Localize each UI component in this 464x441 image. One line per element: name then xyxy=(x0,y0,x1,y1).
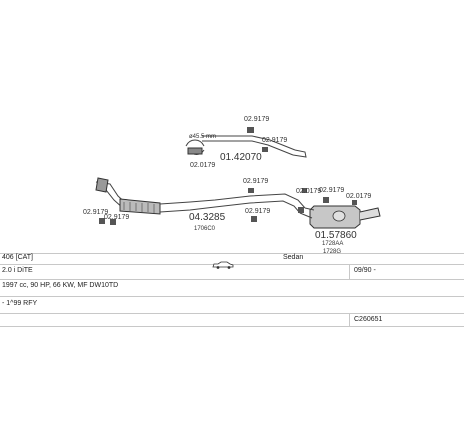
table-line-1 xyxy=(0,253,464,254)
middle-hanger-2 xyxy=(251,216,257,222)
upper-hanger-2 xyxy=(262,147,268,152)
upper-dim-label: ø45.5 mm xyxy=(189,134,216,140)
rear-ref-1-label: 02.0179 xyxy=(296,188,321,195)
ref-code-text: C260651 xyxy=(354,316,383,323)
table-divider-1 xyxy=(349,264,350,279)
rear-hangers xyxy=(298,188,357,213)
spec-text: 1997 cc, 90 HP, 66 KW, MF DW10TD xyxy=(2,282,119,289)
middle-ref-2-label: 02.9179 xyxy=(245,208,270,215)
model-text: 406 [CAT] xyxy=(2,254,33,261)
table-line-6 xyxy=(0,326,464,327)
rear-sub-1-label: 1728AA xyxy=(322,241,343,247)
sedan-car-icon xyxy=(212,256,234,269)
rear-muffler xyxy=(299,205,381,229)
middle-pipe-number: 04.3285 xyxy=(189,212,226,223)
middle-ref-1-label: 02.9179 xyxy=(243,178,268,185)
front-ref-1-label: 02.9179 xyxy=(83,209,108,216)
upper-bracket xyxy=(185,139,205,155)
middle-sub-label: 1706C0 xyxy=(194,226,216,232)
upper-ref-3-label: 02.0179 xyxy=(190,162,215,169)
table-line-3 xyxy=(0,279,464,280)
engine-text: 2.0 i DiTE xyxy=(2,267,33,274)
front-ref-2-label: 02.9179 xyxy=(104,214,129,221)
rear-ref-2-label: 02.9179 xyxy=(319,187,344,194)
front-hanger xyxy=(99,218,116,225)
rear-sub-2-label: 1728G xyxy=(323,249,341,255)
upper-ref-1-label: 02.9179 xyxy=(244,116,269,123)
upper-ref-2-label: 02.9179 xyxy=(262,137,287,144)
table-line-5 xyxy=(0,313,464,314)
code-text: - 1^99 RFY xyxy=(2,300,38,307)
upper-pipe-number: 01.42070 xyxy=(220,152,262,163)
front-flange xyxy=(95,177,109,193)
front-converter xyxy=(119,198,161,215)
middle-hanger-1 xyxy=(248,188,254,193)
date-text: 09/90 - xyxy=(354,267,376,274)
rear-ref-3-label: 02.0179 xyxy=(346,193,371,200)
table-line-4 xyxy=(0,296,464,297)
middle-pipe xyxy=(159,193,306,214)
upper-hanger-1 xyxy=(247,127,254,133)
body-text: Sedan xyxy=(283,254,304,261)
upper-pipe xyxy=(202,135,307,158)
rear-muffler-number: 01.57860 xyxy=(315,230,357,241)
table-divider-2 xyxy=(349,313,350,326)
